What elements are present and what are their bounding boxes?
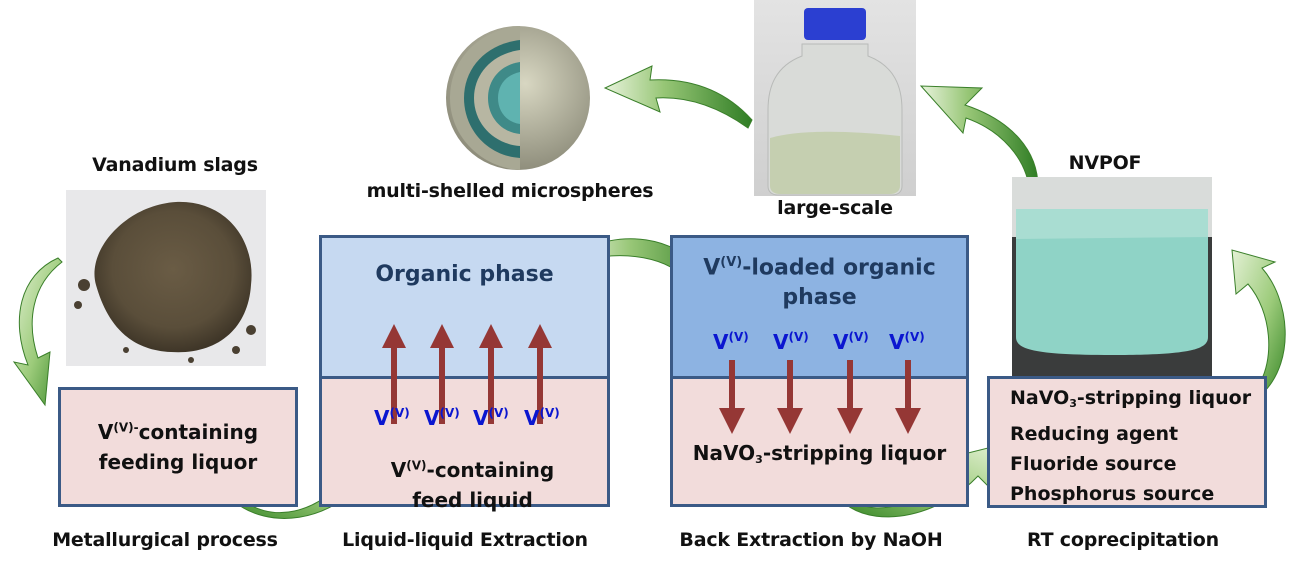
liquid-extraction-box: Organic phase V(V) V(V) V(V) V(V) V(V)-c… [319,235,610,512]
organic-phase-label: Organic phase [375,262,554,287]
organic-phase-region [322,238,607,376]
extraction-arrows [382,324,552,424]
up-arrow-icon [528,324,552,424]
vanadium-species-3: V(V) [833,330,869,354]
vanadium-species-4: V(V) [889,330,925,354]
green-arrow-slags-to-liquor-icon [12,257,63,407]
vanadium-slags-label: Vanadium slags [92,154,258,176]
stripping-region [673,379,966,504]
vanadium-species-1: V(V) [374,406,410,430]
coprecipitation-reagents-box: NaVO3-stripping liquor Reducing agent Fl… [987,376,1267,508]
green-arrow-bottle-to-microsphere-icon [603,65,753,129]
feeding-liquor-line1: V(V)-containing [97,419,259,444]
vanadium-species-2: V(V) [424,406,460,430]
vanadium-species-1: V(V) [713,330,749,354]
down-arrow-icon [719,360,745,434]
down-arrow-icon [837,360,863,434]
nvpof-beaker-photo [1012,177,1212,376]
down-arrow-icon [777,360,803,434]
up-arrow-icon [382,324,406,424]
multi-shelled-microsphere-illustration [428,10,598,180]
nvpof-label: NVPOF [1068,152,1142,174]
loaded-organic-label: V(V)-loaded organic phase [703,255,936,311]
microspheres-label: multi-shelled microspheres [366,180,654,202]
vanadium-species-2: V(V) [773,330,809,354]
large-scale-bottle-photo [754,0,916,196]
phase-interface-line [322,376,607,379]
green-arrow-coprecipitation-to-nvpof-icon [1231,249,1286,393]
slag-pile-icon [74,201,256,363]
feeding-liquor-box: V(V)-containing feeding liquor [58,387,298,507]
loaded-organic-region [673,238,966,376]
metallurgical-process-caption: Metallurgical process [52,529,278,551]
large-scale-label: large-scale [777,197,893,219]
feed-liquid-line1: V(V)-containing [390,457,555,482]
feeding-liquor-line2: feeding liquor [98,449,258,474]
stripping-liquor-label: NaVO3-stripping liquor [692,441,947,466]
feed-liquid-line2: feed liquid [412,487,533,512]
rt-coprecipitation-caption: RT coprecipitation [1027,529,1219,551]
back-extraction-box: V(V)-loaded organic phase V(V) V(V) V(V)… [670,235,969,507]
green-arrow-nvpof-to-bottle-icon [919,85,1039,196]
liquid-extraction-caption: Liquid-liquid Extraction [342,529,588,551]
stripping-arrows [719,360,921,434]
reagent-item: Phosphorus source [1010,483,1215,505]
phase-interface-line [673,376,966,379]
reagent-item: Reducing agent [1010,423,1179,445]
up-arrow-icon [479,324,503,424]
up-arrow-icon [430,324,454,424]
vanadium-species-3: V(V) [473,406,509,430]
reagent-item: Fluoride source [1010,453,1177,475]
aqueous-phase-region [322,379,607,504]
reagent-item: NaVO3-stripping liquor [1010,387,1252,410]
vanadium-species-4: V(V) [524,406,560,430]
down-arrow-icon [895,360,921,434]
vanadium-slags-photo [66,190,266,366]
back-extraction-caption: Back Extraction by NaOH [679,529,943,551]
